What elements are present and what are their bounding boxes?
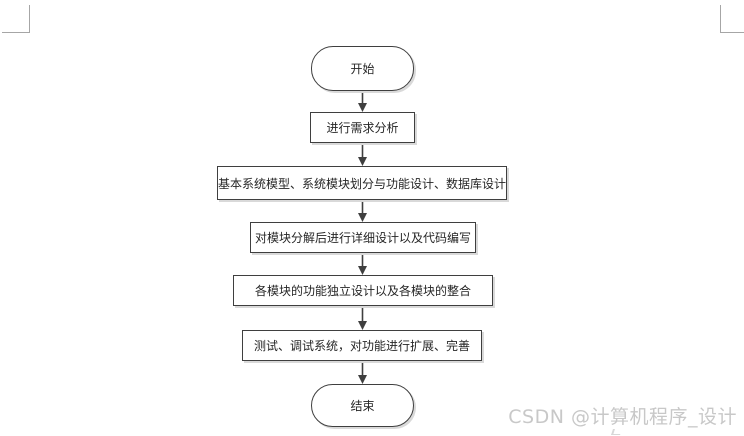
margin-mark-top-right-vertical (720, 5, 721, 33)
flowchart-node-detailed-design: 对模块分解后进行详细设计以及代码编写 (250, 222, 476, 253)
flowchart-node-module-integration: 各模块的功能独立设计以及各模块的整合 (233, 275, 493, 306)
flow-arrow-detailed-design-to-module-integration (358, 253, 367, 275)
flow-arrow-start-to-requirements (358, 91, 367, 112)
flowchart-node-requirements-label: 进行需求分析 (326, 121, 399, 135)
flow-arrow-requirements-to-system-design (358, 143, 367, 166)
flowchart-node-testing-label: 测试、调试系统，对功能进行扩展、完善 (253, 339, 470, 353)
margin-mark-top-left-horizontal (2, 32, 30, 33)
flowchart-node-end: 结束 (311, 384, 414, 427)
flowchart-node-testing: 测试、调试系统，对功能进行扩展、完善 (242, 330, 482, 361)
flowchart-node-requirements: 进行需求分析 (310, 112, 415, 143)
margin-mark-top-left-vertical (29, 5, 30, 33)
flowchart-node-start-label: 开始 (350, 62, 375, 76)
flowchart-node-end-label: 结束 (350, 399, 375, 413)
flow-arrow-testing-to-end (358, 361, 367, 384)
watermark-glyph-fragment (611, 429, 622, 435)
flowchart-node-system-design-label: 基本系统模型、系统模块划分与功能设计、数据库设计 (218, 176, 507, 191)
margin-mark-top-right-horizontal (720, 32, 744, 33)
flow-arrow-system-design-to-detailed-design (358, 200, 367, 222)
flowchart-node-start: 开始 (311, 46, 414, 91)
csdn-watermark: CSDN @计算机程序_设计 (508, 406, 737, 428)
flowchart-node-module-integration-label: 各模块的功能独立设计以及各模块的整合 (254, 284, 471, 298)
flow-arrow-module-integration-to-testing (358, 306, 367, 330)
flowchart-node-system-design: 基本系统模型、系统模块划分与功能设计、数据库设计 (217, 166, 507, 200)
flowchart-node-detailed-design-label: 对模块分解后进行详细设计以及代码编写 (254, 231, 471, 245)
